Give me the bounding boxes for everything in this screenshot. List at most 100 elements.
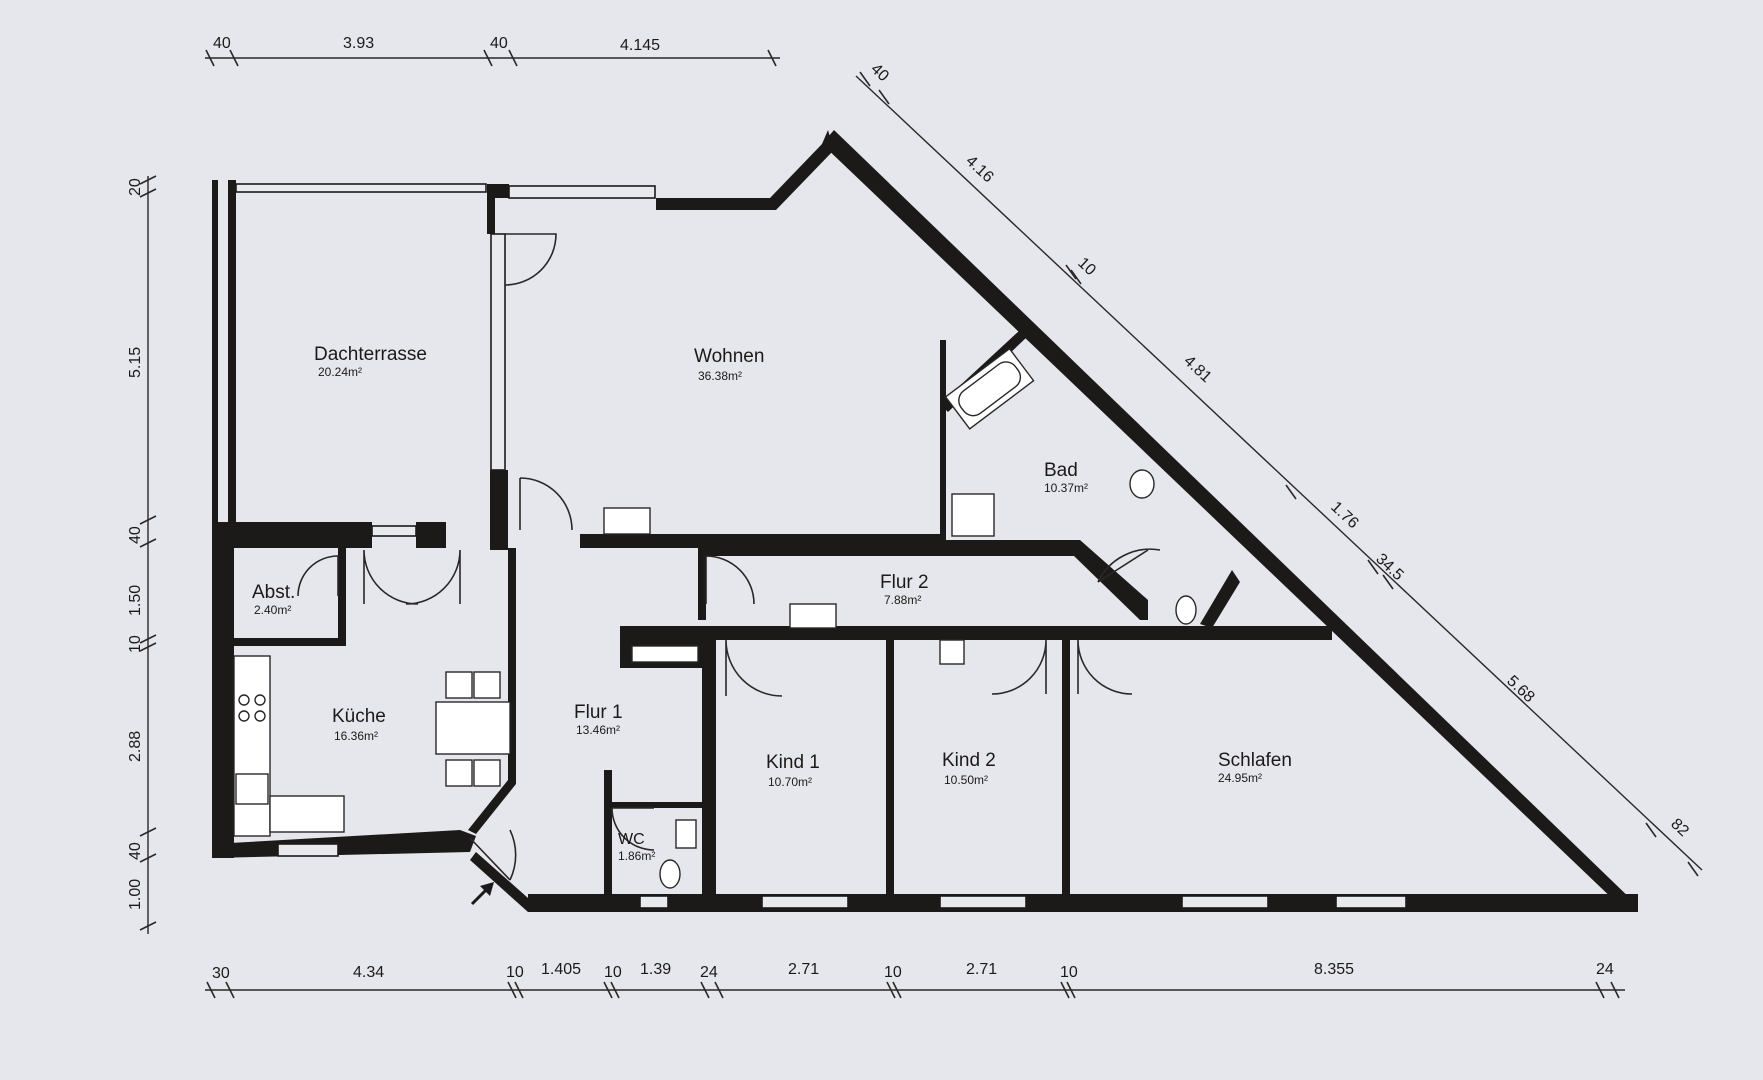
wall-terrace-wohnen-top: [487, 184, 495, 234]
flur1-niche: [631, 645, 699, 663]
wall-terrace-left-inner: [228, 180, 236, 526]
bad-shaft: [1200, 570, 1240, 628]
dining-table: [435, 701, 511, 755]
dim-bottom-3: 10: [506, 964, 524, 981]
dim-bottom-5: 10: [604, 964, 622, 981]
dim-left-4: 1.50: [127, 585, 144, 616]
wall-kitchen-top-right: [416, 522, 446, 548]
wall-bad-left: [940, 340, 946, 550]
dim-bottom-6: 1.39: [640, 961, 671, 978]
window-schlafen-2: [1335, 895, 1407, 909]
dim-bottom-13: 24: [1596, 961, 1614, 978]
dim-bottom-4: 1.405: [541, 961, 581, 978]
dim-left-2: 5.15: [127, 347, 144, 378]
room-flur2-area: 7.88m²: [884, 593, 921, 607]
window-schlafen-1: [1181, 895, 1269, 909]
room-flur1-area: 13.46m²: [576, 723, 620, 737]
wall-flur2-top: [700, 540, 1148, 620]
window-terrace-wohnen: [490, 233, 506, 471]
door-wc: [611, 807, 655, 851]
chair-4: [473, 759, 501, 787]
wc-toilet-icon: [659, 859, 681, 889]
room-kind2-name: Kind 2: [942, 750, 996, 771]
dim-diag-8: 82: [1667, 815, 1692, 840]
dim-diag-3: 10: [1074, 254, 1099, 279]
wall-kids-top: [620, 626, 1332, 640]
dim-top-1: 40: [213, 35, 231, 52]
dim-bottom-2: 4.34: [353, 964, 384, 981]
room-dachterrasse-name: Dachterrasse: [314, 344, 427, 365]
bad-toilet-icon: [1175, 595, 1197, 625]
door-entrance: [469, 829, 517, 881]
dim-bottom-10: 2.71: [966, 961, 997, 978]
room-dachterrasse-area: 20.24m²: [318, 365, 362, 379]
wall-flur2-left: [698, 548, 706, 620]
wall-kitchen-right: [508, 548, 516, 784]
dim-bottom-11: 10: [1060, 964, 1078, 981]
stove-icon: [238, 694, 266, 722]
dim-diag-1: 40: [867, 60, 892, 85]
furniture: [233, 347, 1197, 889]
dim-diag-6: 34.5: [1372, 550, 1406, 584]
wall-bottom-long: [528, 894, 1638, 912]
chair-2: [473, 671, 501, 699]
dim-top-3: 40: [490, 35, 508, 52]
wall-top-right-angle: [656, 130, 834, 210]
room-labels: Dachterrasse 20.24m² Wohnen 36.38m² Bad …: [252, 344, 1292, 863]
room-kind1-area: 10.70m²: [768, 775, 812, 789]
wall-kitchen-diag: [468, 780, 516, 834]
wall-kind1-kind2: [886, 640, 894, 896]
wohnen-chimney: [603, 507, 651, 535]
kitchen-counter-bottom: [269, 795, 345, 833]
wall-wc-top: [612, 802, 702, 808]
room-bad-name: Bad: [1044, 460, 1078, 481]
window-kind1-bottom: [761, 895, 849, 909]
door-abst: [297, 555, 339, 597]
wall-left-lower: [212, 526, 234, 858]
door-flur2: [705, 555, 755, 605]
dim-left-6: 2.88: [127, 731, 144, 762]
door-kind2: [991, 639, 1047, 695]
room-schlafen-area: 24.95m²: [1218, 771, 1262, 785]
dim-diag-5: 1.76: [1327, 498, 1361, 532]
room-bad-area: 10.37m²: [1044, 481, 1088, 495]
wall-kind1-left: [702, 640, 716, 898]
door-kitchen-1: [363, 549, 419, 605]
dim-bottom-8: 2.71: [788, 961, 819, 978]
chair-1: [445, 671, 473, 699]
wall-abst-top: [212, 522, 372, 548]
room-flur2-name: Flur 2: [880, 572, 929, 593]
window-wc-bottom: [639, 895, 669, 909]
room-kind2-area: 10.50m²: [944, 773, 988, 787]
room-flur1-name: Flur 1: [574, 702, 623, 723]
room-kind1-name: Kind 1: [766, 752, 820, 773]
room-kueche-name: Küche: [332, 706, 386, 727]
window-terrace-top: [235, 183, 487, 193]
bad-sink-icon: [1129, 469, 1155, 499]
wall-diagonal: [822, 130, 1636, 904]
door-wohnen: [519, 477, 573, 531]
dim-left-7: 40: [127, 842, 144, 860]
windows: [235, 183, 1407, 909]
room-abst-name: Abst.: [252, 582, 295, 603]
room-wc-area: 1.86m²: [618, 849, 655, 863]
door-terrace: [504, 233, 557, 286]
kitchen-sink-icon: [235, 773, 269, 805]
room-wohnen-name: Wohnen: [694, 346, 764, 367]
dim-top-4: 4.145: [620, 37, 660, 54]
dim-bottom-1: 30: [212, 965, 230, 982]
dim-left-5: 10: [127, 635, 144, 653]
dim-bottom-7: 24: [700, 964, 718, 981]
window-kitchen-terrace: [371, 525, 417, 537]
dim-diag-4: 4.81: [1180, 352, 1214, 386]
dim-diag-7: 5.68: [1503, 672, 1537, 706]
dim-bottom-12: 8.355: [1314, 961, 1354, 978]
dimension-lines: [139, 49, 1703, 999]
room-schlafen-name: Schlafen: [1218, 750, 1292, 771]
door-kind1: [725, 639, 783, 697]
entrance-arrow-icon: [470, 882, 494, 906]
wall-kind2-schlafen: [1062, 640, 1070, 896]
wall-bottom: [470, 852, 528, 912]
bathtub-icon: [944, 347, 1035, 430]
